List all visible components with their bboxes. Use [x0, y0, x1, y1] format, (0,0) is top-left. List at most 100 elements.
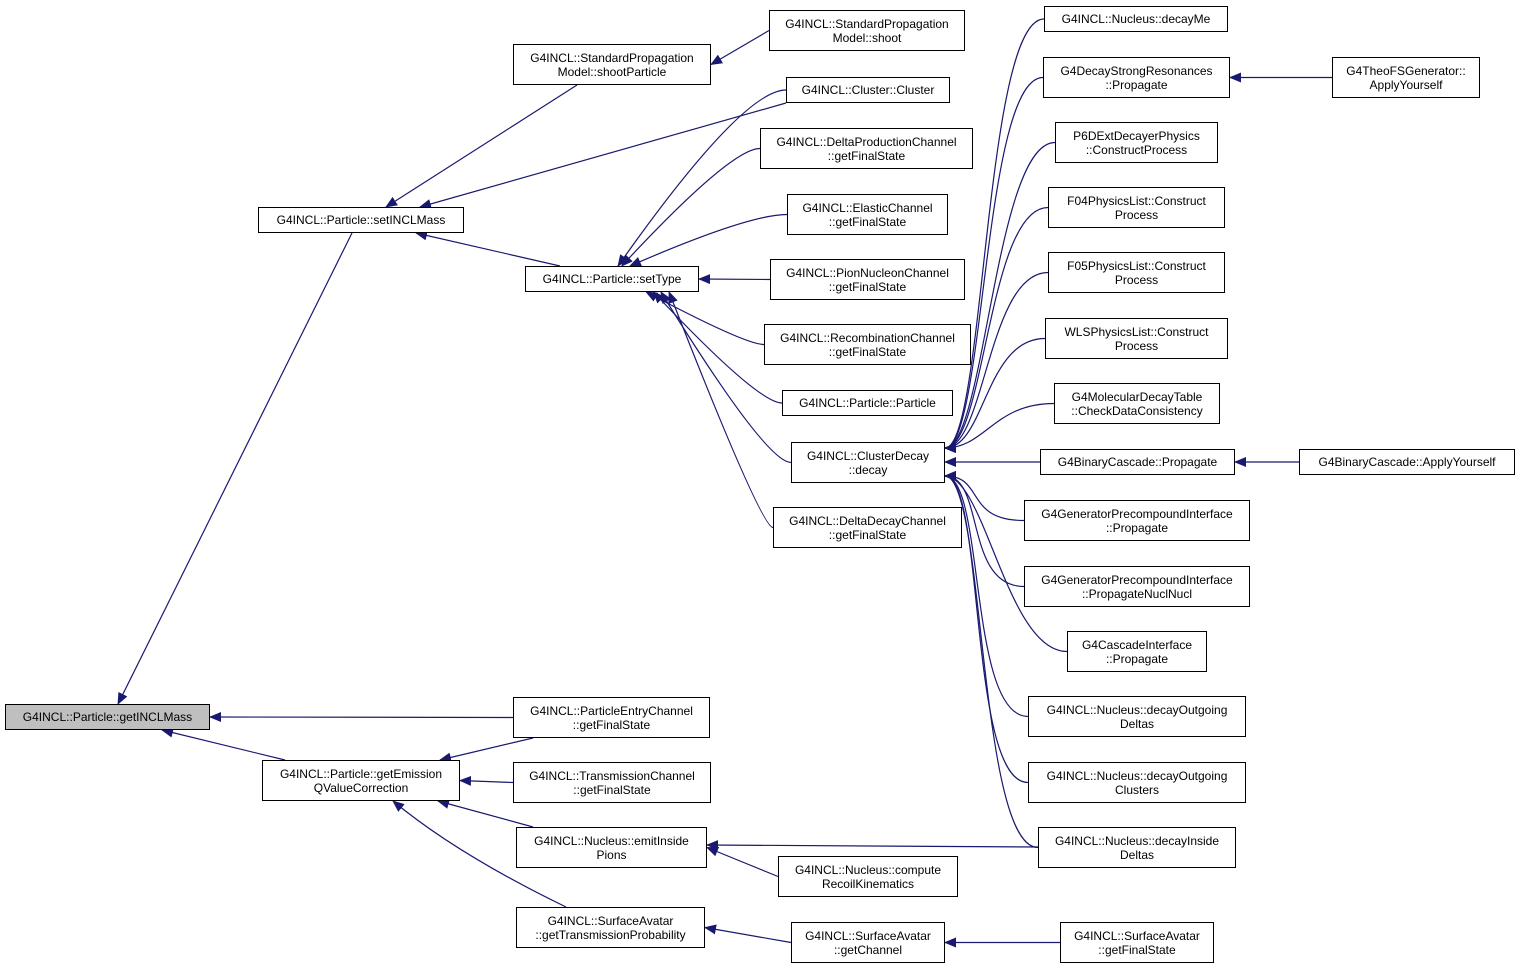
node-label-line: Model::shootParticle — [557, 64, 667, 79]
node-set-type[interactable]: G4INCL::Particle::setType — [525, 266, 699, 292]
node-label-line: ::ConstructProcess — [1085, 142, 1188, 157]
node-label-line: G4INCL::Nucleus::emitInside — [534, 833, 689, 848]
node-cluster-cluster[interactable]: G4INCL::Cluster::Cluster — [786, 77, 950, 103]
edge-recoil-to-emitInside — [706, 846, 779, 878]
node-label-line: ::decay — [848, 462, 888, 477]
node-label-line: G4INCL::DeltaDecayChannel — [789, 513, 946, 528]
edge-p6d-to-clusterDecay — [944, 141, 1056, 453]
node-label-line: ::getFinalState — [828, 344, 907, 359]
node-p6d[interactable]: P6DExtDecayerPhysics::ConstructProcess — [1055, 122, 1218, 163]
node-label-line: G4INCL::Nucleus::decayOutgoing — [1046, 768, 1228, 783]
node-elastic[interactable]: G4INCL::ElasticChannel::getFinalState — [787, 194, 948, 235]
node-label-line: G4GeneratorPrecompoundInterface — [1041, 506, 1233, 521]
node-label-line: G4INCL::Particle::getINCLMass — [22, 710, 193, 724]
node-theo-f-s[interactable]: G4TheoFSGenerator::ApplyYourself — [1332, 57, 1480, 98]
node-label-line: G4INCL::ElasticChannel — [802, 200, 933, 215]
node-delta-decay[interactable]: G4INCL::DeltaDecayChannel::getFinalState — [773, 507, 962, 548]
edge-shootParticle-to-setINCLMass — [385, 84, 578, 208]
node-set-i-n-c-l-mass[interactable]: G4INCL::Particle::setINCLMass — [258, 207, 464, 233]
node-label-line: G4INCL::PionNucleonChannel — [786, 265, 949, 280]
node-nucleus-decay-me[interactable]: G4INCL::Nucleus::decayMe — [1044, 6, 1228, 32]
node-surf-channel[interactable]: G4INCL::SurfaceAvatar::getChannel — [791, 922, 945, 963]
node-label-line: G4INCL::SurfaceAvatar — [805, 928, 931, 943]
node-label-line: F04PhysicsList::Construct — [1067, 193, 1206, 208]
node-label-line: G4INCL::SurfaceAvatar — [1074, 928, 1200, 943]
edge-particleEntry-to-root — [209, 712, 514, 723]
node-label-line: ::getChannel — [833, 942, 903, 957]
node-label-line: G4INCL::Particle::setType — [542, 272, 682, 286]
node-label-line: P6DExtDecayerPhysics — [1073, 128, 1200, 143]
node-label-line: ::Propagate — [1105, 520, 1169, 535]
edge-strongRes-to-clusterDecay — [944, 76, 1044, 453]
edge-genPrecompound-to-clusterDecay — [944, 471, 1025, 522]
edge-f05-to-clusterDecay — [944, 271, 1049, 453]
node-label-line: G4INCL::StandardPropagation — [785, 16, 949, 31]
node-label-line: Clusters — [1114, 782, 1159, 797]
node-label-line: ::PropagateNuclNucl — [1081, 586, 1193, 601]
node-cluster-decay[interactable]: G4INCL::ClusterDecay::decay — [791, 442, 945, 483]
node-label-line: ::Propagate — [1105, 651, 1169, 666]
node-particle-particle[interactable]: G4INCL::Particle::Particle — [782, 390, 953, 416]
edge-clusterCluster-to-setINCLMass — [419, 102, 787, 209]
node-pion-nucleon[interactable]: G4INCL::PionNucleonChannel::getFinalStat… — [770, 259, 965, 300]
node-label-line: G4INCL::Nucleus::decayOutgoing — [1046, 702, 1228, 717]
node-label-line: G4INCL::ClusterDecay — [806, 448, 930, 463]
node-surf-final[interactable]: G4INCL::SurfaceAvatar::getFinalState — [1060, 922, 1214, 963]
node-trans-prob[interactable]: G4INCL::SurfaceAvatar::getTransmissionPr… — [516, 907, 705, 948]
node-label-line: G4INCL::Nucleus::decayMe — [1061, 12, 1211, 26]
node-label-line: G4DecayStrongResonances — [1060, 63, 1213, 78]
node-label-line: G4INCL::Particle::getEmission — [279, 766, 443, 781]
edge-decayOutClusters-to-clusterDecay — [944, 471, 1029, 784]
node-label-line: Model::shoot — [832, 30, 902, 45]
node-label-line: ::getFinalState — [827, 148, 906, 163]
node-gen-precompound-n-n[interactable]: G4GeneratorPrecompoundInterface::Propaga… — [1024, 566, 1250, 607]
node-label-line: Pions — [596, 847, 627, 862]
node-label-line: ::getFinalState — [828, 214, 907, 229]
node-label-line: ::Propagate — [1105, 77, 1168, 92]
edge-clusterDecay-to-setType — [660, 291, 792, 464]
node-label-line: ::getTransmissionProbability — [535, 927, 686, 942]
node-particle-entry[interactable]: G4INCL::ParticleEntryChannel::getFinalSt… — [513, 697, 710, 738]
node-label-line: Process — [1114, 272, 1159, 287]
edge-decayInsideDeltas-to-emitInside — [706, 840, 1039, 851]
edge-getEmission-to-root — [161, 727, 286, 761]
node-strong-res[interactable]: G4DecayStrongResonances::Propagate — [1043, 57, 1230, 98]
edge-genPrecompoundNN-to-clusterDecay — [944, 471, 1025, 588]
node-recombination[interactable]: G4INCL::RecombinationChannel::getFinalSt… — [764, 324, 971, 365]
node-transmission[interactable]: G4INCL::TransmissionChannel::getFinalSta… — [513, 762, 711, 803]
node-molecular[interactable]: G4MolecularDecayTable::CheckDataConsiste… — [1054, 383, 1220, 424]
node-label-line: ::getFinalState — [1098, 942, 1176, 957]
edge-molecular-to-clusterDecay — [944, 402, 1055, 453]
node-label-line: G4INCL::TransmissionChannel — [529, 768, 695, 783]
node-label-line: F05PhysicsList::Construct — [1067, 258, 1206, 273]
node-cascade-interface[interactable]: G4CascadeInterface::Propagate — [1067, 631, 1207, 672]
node-label-line: Process — [1114, 338, 1159, 353]
node-binary-prop[interactable]: G4BinaryCascade::Propagate — [1040, 449, 1235, 475]
node-gen-precompound[interactable]: G4GeneratorPrecompoundInterface::Propaga… — [1024, 500, 1250, 541]
edge-particleParticle-to-setType — [652, 291, 783, 404]
edge-transmission-to-getEmission — [459, 775, 514, 786]
node-label-line: G4GeneratorPrecompoundInterface — [1041, 572, 1233, 587]
node-label-line: G4MolecularDecayTable — [1071, 389, 1203, 404]
node-label-line: G4INCL::StandardPropagation — [530, 50, 694, 65]
edge-transProb-to-getEmission — [392, 800, 567, 908]
node-label-line: ApplyYourself — [1369, 77, 1443, 92]
node-binary-apply[interactable]: G4BinaryCascade::ApplyYourself — [1299, 449, 1515, 475]
node-label-line: ::getFinalState — [572, 717, 651, 732]
node-label-line: G4INCL::Nucleus::compute — [794, 862, 942, 877]
node-label-line: ::getFinalState — [828, 279, 907, 294]
node-label-line: G4INCL::ParticleEntryChannel — [530, 703, 693, 718]
node-label-line: Deltas — [1119, 716, 1154, 731]
node-delta-prod[interactable]: G4INCL::DeltaProductionChannel::getFinal… — [760, 128, 973, 169]
